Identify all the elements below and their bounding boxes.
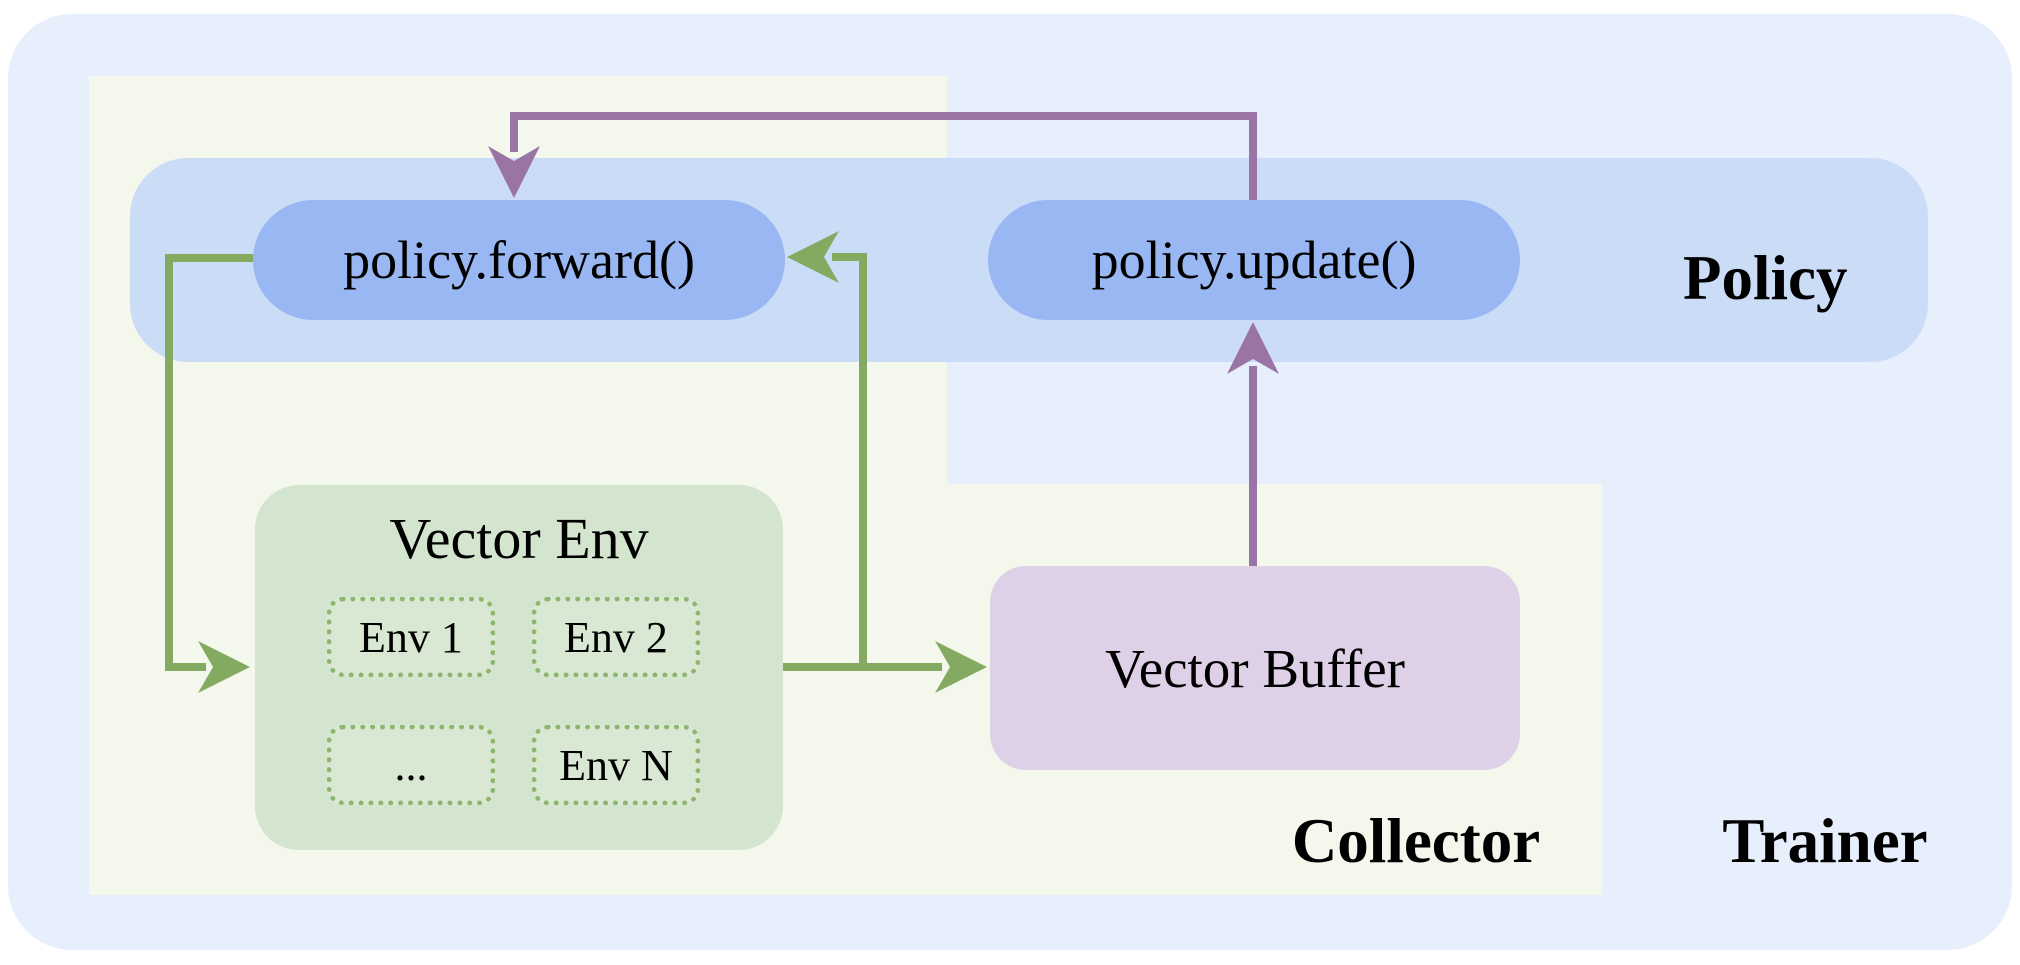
collector-region-label: Collector bbox=[1291, 805, 1541, 876]
policy-update-label: policy.update() bbox=[1091, 230, 1417, 290]
policy-forward-label: policy.forward() bbox=[343, 230, 695, 290]
vector-buffer-label: Vector Buffer bbox=[1105, 637, 1405, 699]
policy-forward-node: policy.forward() bbox=[253, 200, 785, 320]
vector-env-title: Vector Env bbox=[389, 506, 649, 571]
trainer-region-label: Trainer bbox=[1722, 805, 1928, 876]
env-cell-1-label: Env 1 bbox=[359, 612, 463, 662]
env-cell-n: Env N bbox=[532, 725, 700, 805]
env-cell-2: Env 2 bbox=[532, 597, 700, 677]
policy-update-node: policy.update() bbox=[988, 200, 1520, 320]
policy-region-label: Policy bbox=[1683, 242, 1848, 313]
env-cell-1: Env 1 bbox=[327, 597, 495, 677]
env-cell-ellipsis-label: ... bbox=[394, 740, 428, 790]
vector-env-node: Vector Env Env 1 Env 2 ... Env N bbox=[255, 485, 783, 850]
env-cell-n-label: Env N bbox=[559, 740, 673, 790]
env-cell-ellipsis: ... bbox=[327, 725, 495, 805]
vector-buffer-node: Vector Buffer bbox=[990, 566, 1520, 770]
env-cell-2-label: Env 2 bbox=[564, 612, 668, 662]
